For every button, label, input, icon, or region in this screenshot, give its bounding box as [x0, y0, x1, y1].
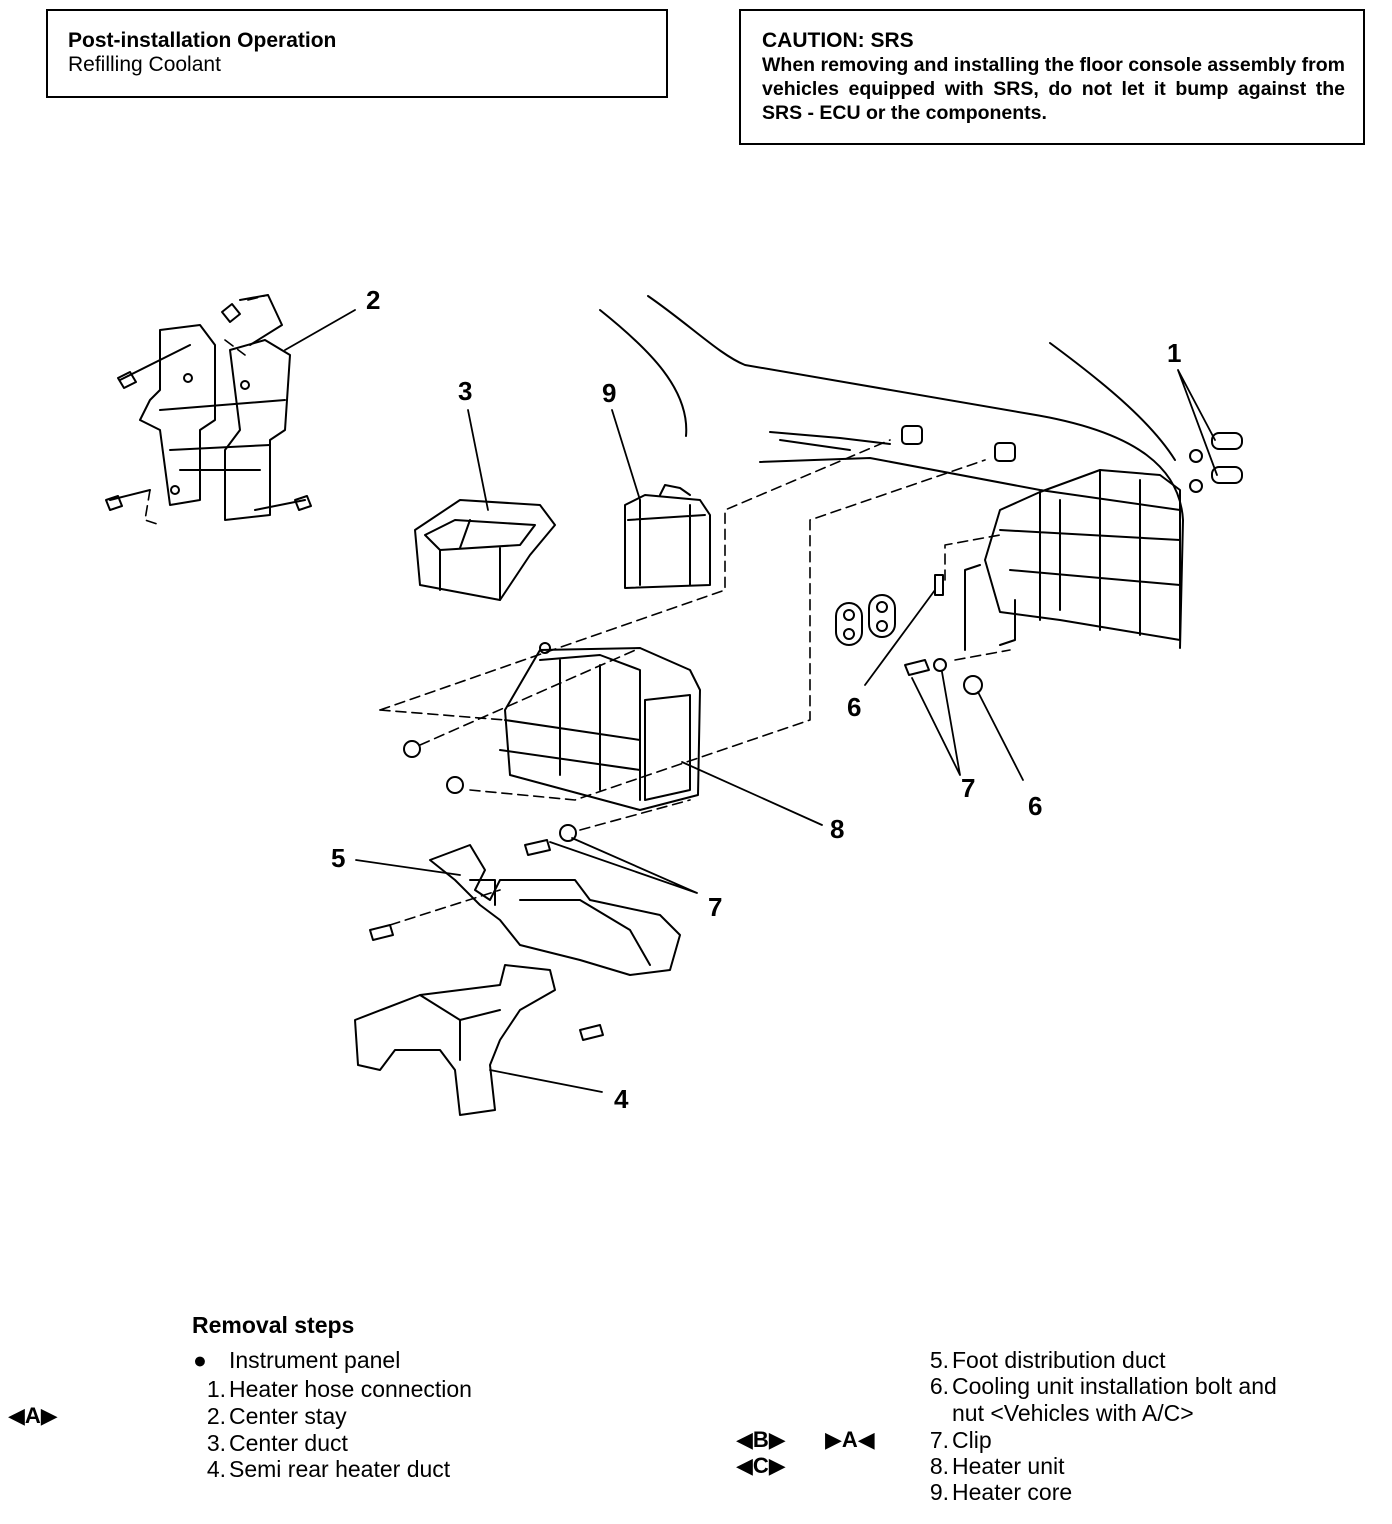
callout-1: 1 [1167, 338, 1181, 368]
removal-step-2: 2.Center stay [206, 1403, 347, 1429]
callout-9: 9 [602, 378, 616, 408]
cooling-unit [964, 469, 1181, 651]
removal-step-1: 1.Heater hose connection [206, 1376, 472, 1402]
removal-step-6: 6.Cooling unit installation bolt and [929, 1373, 1277, 1399]
callout-6a: 6 [847, 692, 861, 722]
removal-step-3: 3.Center duct [206, 1430, 348, 1456]
service-mark-a-removal: ◀A▶ [8, 1403, 58, 1428]
foot-distribution-duct [429, 844, 681, 976]
callout-3: 3 [458, 376, 472, 406]
center-stay [109, 294, 306, 521]
removal-step-6-cont: nut <Vehicles with A/C> [952, 1400, 1194, 1426]
body-contour-line [599, 309, 688, 437]
removal-step-0: ●Instrument panel [193, 1347, 401, 1373]
callout-7a: 7 [961, 773, 975, 803]
heater-hose-ends [1189, 432, 1243, 493]
leader-lines [284, 309, 1218, 1093]
heater-core [624, 484, 711, 589]
center-stay-bolts [105, 303, 312, 511]
post-installation-item: Refilling Coolant [68, 53, 221, 76]
caution-box: CAUTION: SRS When removing and installin… [739, 9, 1365, 145]
assembly-lines [144, 294, 1011, 926]
heater-unit [499, 642, 701, 811]
removal-step-7: 7.Clip [929, 1427, 992, 1453]
service-mark-b-removal: ◀B▶ [736, 1427, 786, 1452]
post-installation-box: Post-installation Operation Refilling Co… [46, 9, 668, 98]
caution-title: CAUTION: SRS [762, 29, 914, 52]
removal-step-5: 5.Foot distribution duct [929, 1347, 1166, 1373]
body-contour-line [647, 295, 1184, 649]
removal-step-9: 9.Heater core [929, 1479, 1073, 1505]
dash-crossmember [779, 439, 851, 451]
callout-5: 5 [331, 843, 345, 873]
center-duct [414, 499, 556, 601]
callout-4: 4 [614, 1084, 629, 1114]
callout-7b: 7 [708, 892, 722, 922]
clips [369, 425, 1016, 1041]
post-installation-title: Post-installation Operation [68, 29, 337, 52]
removal-step-4: 4.Semi rear heater duct [206, 1456, 451, 1482]
dash-crossmember [759, 431, 1181, 511]
callout-8: 8 [830, 814, 844, 844]
bushings [835, 594, 896, 646]
semi-rear-heater-duct [354, 964, 556, 1116]
callout-6b: 6 [1028, 791, 1042, 821]
bullet-icon: ● [193, 1347, 207, 1373]
service-mark-c-removal: ◀C▶ [736, 1453, 786, 1478]
removal-step-8: 8.Heater unit [929, 1453, 1065, 1479]
removal-steps-title: Removal steps [192, 1312, 355, 1338]
service-mark-a-installation: ▶A◀ [825, 1427, 875, 1452]
caution-text: When removing and installing the floor c… [762, 54, 1345, 124]
callout-2: 2 [366, 285, 380, 315]
body-contour-line [1049, 342, 1176, 461]
